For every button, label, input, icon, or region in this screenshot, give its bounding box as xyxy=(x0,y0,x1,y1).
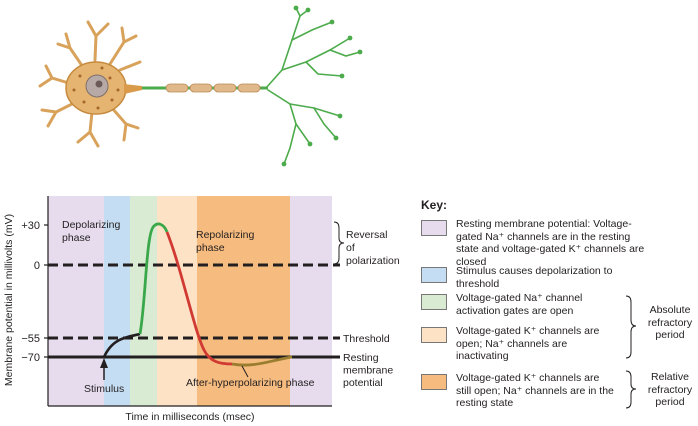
key-text-activation: Voltage-gated Na⁺ channel activation gat… xyxy=(456,292,583,317)
after-hyperpolarizing-curve xyxy=(231,355,293,367)
key-swatch-inactivating xyxy=(421,327,447,343)
key-swatch-still-open xyxy=(421,374,447,390)
y-axis-ticks xyxy=(44,224,48,358)
key-item-inactivating: Voltage-gated K⁺ channels are open; Na⁺ … xyxy=(421,325,616,363)
myelin-sheath xyxy=(165,83,261,93)
after-hyperpolarizing-phase-label: After-hyperpolarizing phase xyxy=(186,377,315,389)
key-text-still-open: Voltage-gated K⁺ channels are still open… xyxy=(456,372,614,409)
band-stimulus xyxy=(104,196,130,406)
band-resting-start xyxy=(48,196,104,406)
key-swatch-resting xyxy=(421,220,447,236)
key-item-resting: Resting membrane potential: Voltage-gate… xyxy=(421,218,646,268)
repolarizing-curve xyxy=(165,231,233,366)
band-inactivating xyxy=(157,196,197,406)
key-item-stimulus: Stimulus causes depolarization to thresh… xyxy=(421,265,656,290)
dendrites xyxy=(38,20,142,148)
stimulus-segment xyxy=(102,332,141,358)
y-tick-plus30: +30 xyxy=(21,220,40,232)
after-hyperpolarizing-pointer xyxy=(241,365,249,378)
depolarizing-curve xyxy=(138,222,169,335)
relative-refractory-period-label: Relative refractory period xyxy=(647,371,693,408)
band-resting-end xyxy=(290,196,332,406)
stimulus-arrow-head xyxy=(100,358,108,368)
relative-period-bracket xyxy=(625,370,637,409)
key-title: Key: xyxy=(421,198,448,212)
key-text-inactivating: Voltage-gated K⁺ channels are open; Na⁺ … xyxy=(456,325,600,362)
absolute-period-bracket xyxy=(625,295,637,359)
reversal-bracket xyxy=(333,221,345,265)
nucleolus xyxy=(95,80,103,88)
y-tick-zero: 0 xyxy=(34,260,40,272)
cell-body-granules xyxy=(72,66,120,110)
stimulus-label: Stimulus xyxy=(84,383,124,395)
phase-bands xyxy=(48,196,332,406)
key-swatch-stimulus xyxy=(421,267,447,283)
key-text-resting: Resting membrane potential: Voltage-gate… xyxy=(456,218,645,268)
absolute-refractory-period-label: Absolute refractory period xyxy=(647,304,693,341)
key-text-stimulus: Stimulus causes depolarization to thresh… xyxy=(456,265,613,290)
neuron-illustration xyxy=(38,5,363,167)
threshold-label: Threshold xyxy=(343,333,390,345)
x-axis-title: Time in milliseconds (msec) xyxy=(125,411,254,423)
y-tick-minus55: −55 xyxy=(21,333,40,345)
y-tick-minus70: −70 xyxy=(21,352,40,364)
key-swatch-activation xyxy=(421,294,447,310)
y-axis-title: Membrane potential in millivolts (mV) xyxy=(3,214,15,386)
band-still-open xyxy=(197,196,290,406)
axon-hillock xyxy=(124,84,142,94)
key-item-still-open: Voltage-gated K⁺ channels are still open… xyxy=(421,372,616,410)
key-item-activation: Voltage-gated Na⁺ channel activation gat… xyxy=(421,292,616,317)
synaptic-end-bulbs xyxy=(281,5,363,167)
axon-terminals xyxy=(265,7,361,165)
